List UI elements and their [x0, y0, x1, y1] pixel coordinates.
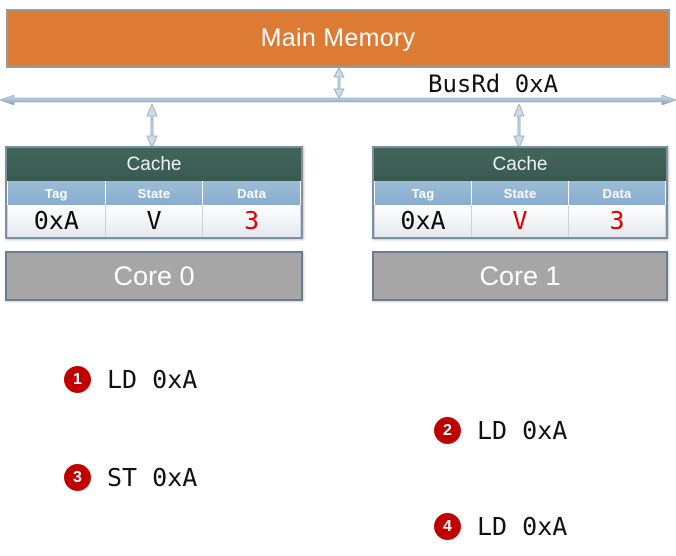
cell-data: 3: [202, 205, 301, 237]
cache-table-1: Tag State Data 0xA V 3: [374, 181, 666, 237]
step-number-badge: 3: [64, 464, 91, 491]
cache-block-1: Cache Tag State Data 0xA V 3: [372, 146, 668, 239]
bus-to-memory-connector: [333, 68, 345, 98]
step-number-badge: 1: [64, 366, 91, 393]
step-3: 3 ST 0xA: [64, 463, 197, 492]
cell-data: 3: [568, 205, 666, 237]
processor-unit-1: Cache Tag State Data 0xA V 3 Core 1: [372, 146, 668, 301]
cache-title-0: Cache: [7, 148, 301, 181]
step-1: 1 LD 0xA: [64, 365, 197, 394]
column-header-data: Data: [568, 181, 666, 205]
table-header-row: Tag State Data: [374, 181, 666, 205]
cell-state: V: [104, 205, 204, 237]
bus-to-cache0-connector: [146, 104, 158, 148]
table-header-row: Tag State Data: [7, 181, 301, 205]
bus-transaction-label: BusRd 0xA: [428, 70, 559, 98]
main-memory-label: Main Memory: [260, 24, 416, 52]
step-4: 4 LD 0xA: [434, 512, 567, 541]
step-instruction: LD 0xA: [477, 416, 568, 445]
table-row: 0xA V 3: [7, 205, 301, 237]
step-instruction: LD 0xA: [107, 365, 198, 394]
cell-state: V: [471, 205, 569, 237]
cache-table-0: Tag State Data 0xA V 3: [7, 181, 301, 237]
column-header-data: Data: [202, 181, 301, 205]
step-number-badge: 2: [434, 417, 461, 444]
processor-unit-0: Cache Tag State Data 0xA V 3 Core 0: [5, 146, 303, 301]
bus-line: [0, 95, 676, 105]
cache-title-1: Cache: [374, 148, 666, 181]
column-header-state: State: [104, 181, 204, 205]
main-memory-block: Main Memory: [6, 9, 670, 68]
column-header-tag: Tag: [374, 181, 472, 205]
cell-tag: 0xA: [7, 205, 106, 237]
cache-block-0: Cache Tag State Data 0xA V 3: [5, 146, 303, 239]
cell-tag: 0xA: [374, 205, 472, 237]
bus-to-cache1-connector: [513, 104, 525, 148]
column-header-tag: Tag: [7, 181, 106, 205]
step-instruction: ST 0xA: [107, 463, 198, 492]
core-block-0: Core 0: [5, 251, 303, 301]
step-number-badge: 4: [434, 513, 461, 540]
core-block-1: Core 1: [372, 251, 668, 301]
step-2: 2 LD 0xA: [434, 416, 567, 445]
column-header-state: State: [471, 181, 569, 205]
table-row: 0xA V 3: [374, 205, 666, 237]
step-instruction: LD 0xA: [477, 512, 568, 541]
